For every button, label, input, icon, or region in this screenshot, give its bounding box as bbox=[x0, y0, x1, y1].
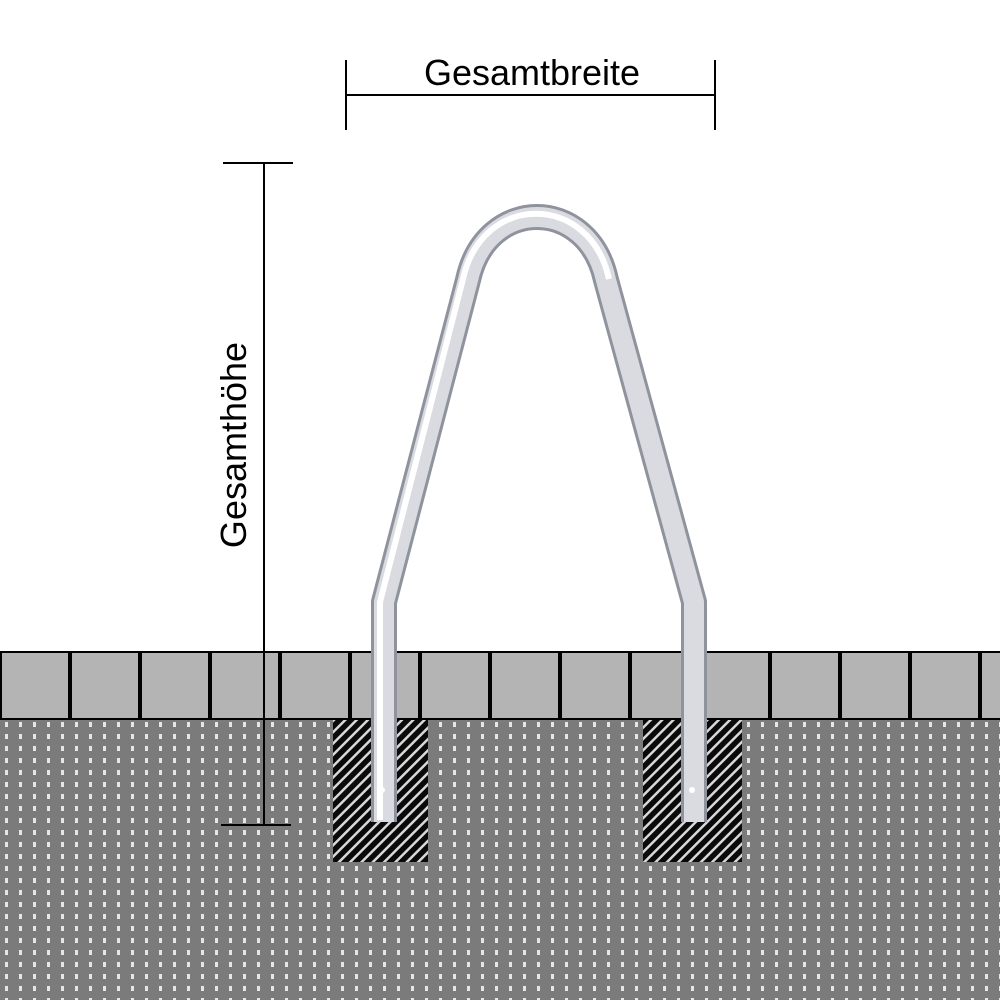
paving-stone bbox=[910, 651, 980, 720]
paving-stone bbox=[770, 651, 840, 720]
ground bbox=[0, 720, 1000, 1000]
paving-stone bbox=[210, 651, 280, 720]
paving-stone bbox=[980, 651, 1000, 720]
paving-stone bbox=[0, 651, 70, 720]
height-dimension bbox=[221, 162, 293, 826]
paving-stone bbox=[560, 651, 630, 720]
paving-stone bbox=[280, 651, 350, 720]
height-label: Gesamthöhe bbox=[213, 342, 254, 548]
paving-stone bbox=[840, 651, 910, 720]
paving-stone bbox=[140, 651, 210, 720]
paving-stone bbox=[70, 651, 140, 720]
paving-stone bbox=[420, 651, 490, 720]
paving-row bbox=[0, 651, 1000, 720]
bike-stand-tube bbox=[371, 204, 707, 822]
paving-stone bbox=[700, 651, 770, 720]
width-dimension bbox=[345, 60, 716, 130]
width-label: Gesamtbreite bbox=[424, 52, 640, 93]
paving-stone bbox=[490, 651, 560, 720]
